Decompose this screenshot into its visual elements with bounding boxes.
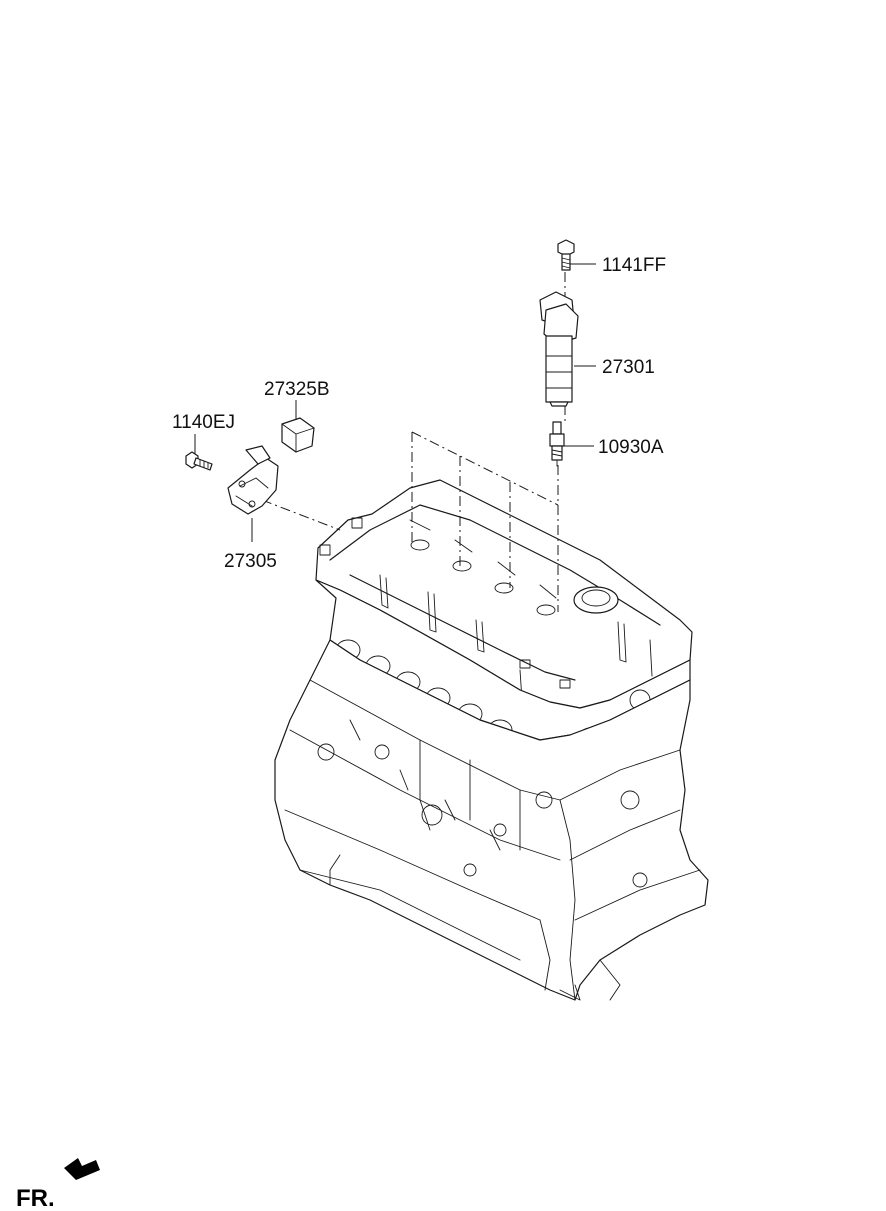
leader-lines: [194, 263, 596, 542]
bolt-1141ff-icon[interactable]: [557, 239, 575, 271]
label-10930a: 10930A: [598, 437, 664, 458]
bolt-1140ej-icon[interactable]: [185, 451, 213, 471]
ignition-coil-27301-icon[interactable]: [539, 291, 579, 407]
label-27305: 27305: [224, 551, 277, 572]
engine-assembly-drawing: [274, 479, 709, 1001]
label-1141ff: 1141FF: [602, 255, 666, 276]
fr-orientation-label: FR.: [16, 1185, 55, 1211]
assembly-dash-lines: [261, 272, 566, 612]
connector-27325b-icon[interactable]: [281, 417, 315, 453]
label-27325b: 27325B: [264, 379, 330, 400]
label-1140ej: 1140EJ: [172, 412, 235, 433]
bracket-27305-icon[interactable]: [227, 445, 279, 515]
label-27301: 27301: [602, 357, 655, 378]
front-arrow-icon: [64, 1158, 100, 1180]
spark-plug-10930a-icon[interactable]: [549, 421, 565, 467]
